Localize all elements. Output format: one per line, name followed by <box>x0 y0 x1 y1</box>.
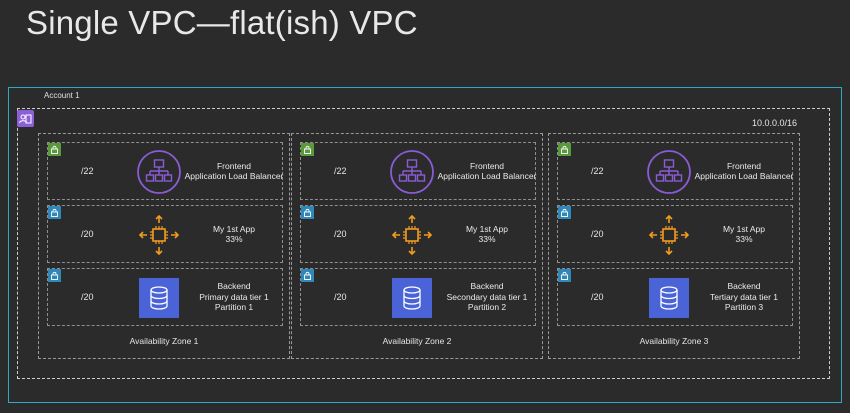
slide-title: Single VPC—flat(ish) VPC <box>26 4 418 41</box>
lock-icon <box>301 143 314 156</box>
lock-icon <box>48 206 61 219</box>
service-label: Frontend Application Load Balancer <box>184 160 284 182</box>
availability-zone-label: Availability Zone 2 <box>382 336 452 346</box>
backend-subnet: /20 Backend Tertiary data tier 1 Partiti… <box>557 268 793 326</box>
subnet-mask: /20 <box>591 292 604 302</box>
frontend-subnet: /22 Frontend Application Load Balancer <box>557 142 793 200</box>
service-label: Backend Secondary data tier 1 Partition … <box>446 281 528 313</box>
subnet-mask: /20 <box>334 292 347 302</box>
account-boundary <box>8 87 842 403</box>
vpc-boundary <box>17 108 830 379</box>
lock-icon <box>48 143 61 156</box>
database-icon <box>136 275 182 321</box>
application-load-balancer-icon <box>136 149 182 195</box>
backend-subnet: /20 Backend Secondary data tier 1 Partit… <box>300 268 536 326</box>
availability-zone-2: /22 Frontend Application Load Balancer /… <box>291 133 543 359</box>
subnet-mask: /20 <box>81 229 94 239</box>
availability-zone-label: Availability Zone 1 <box>129 336 199 346</box>
lock-icon <box>558 143 571 156</box>
app-subnet: /20 My 1st App 33% <box>47 205 283 263</box>
availability-zone-3: /22 Frontend Application Load Balancer /… <box>548 133 800 359</box>
lock-icon <box>558 269 571 282</box>
frontend-subnet: /22 Frontend Application Load Balancer <box>300 142 536 200</box>
availability-zone-1: /22 Frontend Application Load Balancer /… <box>38 133 290 359</box>
service-label: My 1st App 33% <box>722 223 766 245</box>
subnet-mask: /20 <box>591 229 604 239</box>
backend-subnet: /20 Backend Primary data tier 1 Partitio… <box>47 268 283 326</box>
vpc-cidr: 10.0.0.0/16 <box>752 118 798 128</box>
subnet-mask: /20 <box>334 229 347 239</box>
subnet-mask: /20 <box>81 292 94 302</box>
account-group-icon <box>17 110 34 127</box>
service-label: Frontend Application Load Balancer <box>437 160 537 182</box>
database-icon <box>646 275 692 321</box>
app-subnet: /20 My 1st App 33% <box>557 205 793 263</box>
lock-icon <box>301 269 314 282</box>
service-label: Frontend Application Load Balancer <box>694 160 794 182</box>
application-load-balancer-icon <box>646 149 692 195</box>
compute-chip-icon <box>389 212 435 258</box>
subnet-mask: /22 <box>334 166 347 176</box>
app-subnet: /20 My 1st App 33% <box>300 205 536 263</box>
frontend-subnet: /22 Frontend Application Load Balancer <box>47 142 283 200</box>
service-label: Backend Tertiary data tier 1 Partition 3 <box>709 281 779 313</box>
service-label: My 1st App 33% <box>465 223 509 245</box>
subnet-mask: /22 <box>591 166 604 176</box>
service-label: Backend Primary data tier 1 Partition 1 <box>199 281 269 313</box>
application-load-balancer-icon <box>389 149 435 195</box>
compute-chip-icon <box>136 212 182 258</box>
account-label: Account 1 <box>44 91 80 100</box>
availability-zone-label: Availability Zone 3 <box>639 336 709 346</box>
lock-icon <box>301 206 314 219</box>
service-label: My 1st App 33% <box>212 223 256 245</box>
subnet-mask: /22 <box>81 166 94 176</box>
compute-chip-icon <box>646 212 692 258</box>
lock-icon <box>48 269 61 282</box>
database-icon <box>389 275 435 321</box>
lock-icon <box>558 206 571 219</box>
